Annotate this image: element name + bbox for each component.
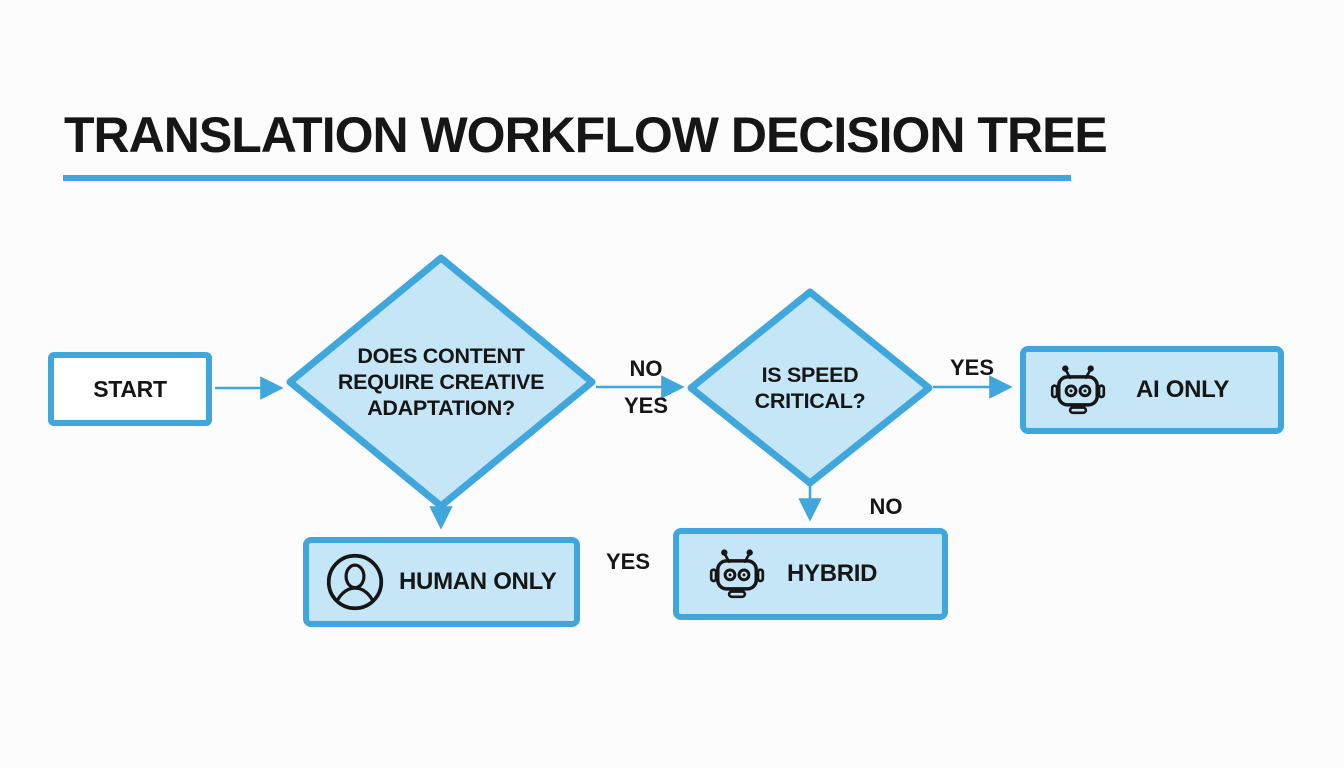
decision-creative-line3: ADAPTATION? xyxy=(367,396,515,420)
decision-speed-line1: IS SPEED xyxy=(761,363,859,387)
edge-label-human-yes: YES xyxy=(605,549,651,574)
outcome-ai-label: AI ONLY xyxy=(1136,376,1230,403)
decision-speed-line2: CRITICAL? xyxy=(754,389,866,413)
robot-icon xyxy=(709,547,765,601)
title-underline xyxy=(63,175,1071,181)
edge-label-creative-no: NO xyxy=(629,356,663,381)
edge-label-creative-yes: YES xyxy=(623,393,669,418)
outcome-human-label: HUMAN ONLY xyxy=(399,568,557,595)
robot-icon xyxy=(1050,363,1106,417)
outcome-hybrid-node: HYBRID xyxy=(673,528,948,620)
outcome-hybrid-label: HYBRID xyxy=(787,560,878,587)
decision-creative-line1: DOES CONTENT xyxy=(357,344,525,368)
decision-creative-diamond xyxy=(286,254,596,510)
start-node: START xyxy=(48,352,212,426)
decision-creative-label: DOES CONTENT REQUIRE CREATIVE ADAPTATION… xyxy=(311,343,571,421)
edge-label-speed-yes: YES xyxy=(949,355,995,380)
decision-speed-label: IS SPEED CRITICAL? xyxy=(712,362,908,414)
person-icon xyxy=(325,552,385,612)
start-label: START xyxy=(93,375,167,402)
outcome-ai-node: AI ONLY xyxy=(1020,346,1284,434)
edge-label-speed-no: NO xyxy=(869,494,903,519)
outcome-human-node: HUMAN ONLY xyxy=(303,537,580,627)
decision-speed-diamond xyxy=(687,288,933,487)
page-title: TRANSLATION WORKFLOW DECISION TREE xyxy=(64,107,1108,163)
decision-creative-line2: REQUIRE CREATIVE xyxy=(337,370,545,394)
